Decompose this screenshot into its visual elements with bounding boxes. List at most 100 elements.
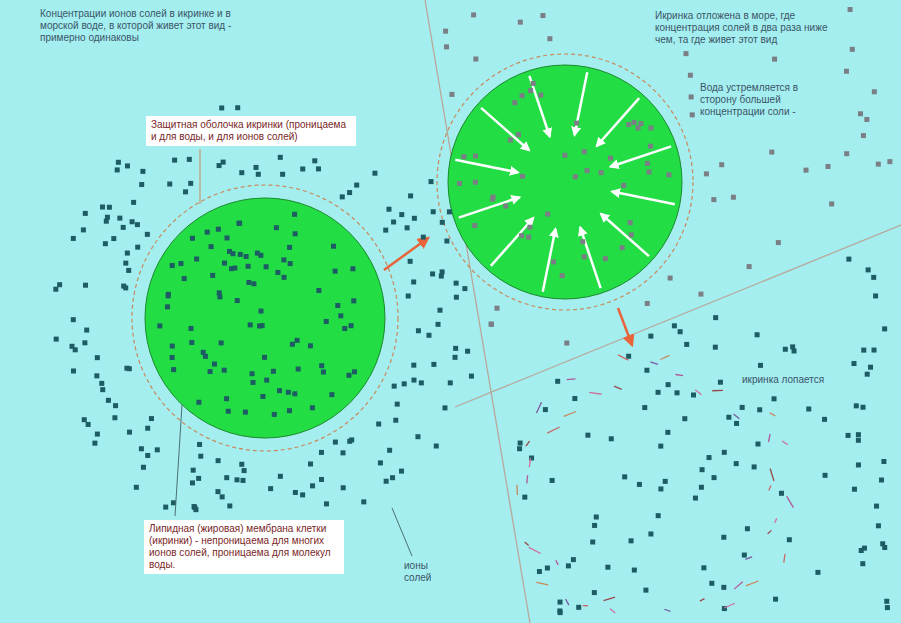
- salt-ion: [787, 537, 792, 542]
- salt-ion: [526, 235, 531, 240]
- salt-ion: [461, 154, 466, 159]
- salt-ion: [721, 585, 726, 590]
- salt-ion: [232, 266, 237, 271]
- salt-ion: [308, 461, 313, 466]
- leader-line: [175, 405, 182, 516]
- salt-ion: [383, 228, 388, 233]
- salt-ion: [852, 487, 857, 492]
- salt-ion: [352, 369, 357, 374]
- shell-fragment: [768, 530, 772, 533]
- shell-fragment: [536, 582, 548, 584]
- salt-ion: [166, 292, 171, 297]
- salt-ion: [145, 232, 150, 237]
- swelling-egg-membrane: [448, 65, 682, 299]
- salt-ion: [489, 322, 494, 327]
- salt-ion: [83, 211, 88, 216]
- salt-ion: [545, 566, 550, 571]
- salt-ion: [436, 322, 441, 327]
- salt-ion: [713, 315, 718, 320]
- salt-ion: [217, 294, 222, 299]
- salt-ion: [860, 561, 865, 566]
- shell-fragment: [712, 390, 723, 392]
- salt-ion: [329, 392, 334, 397]
- salt-ion: [54, 337, 59, 342]
- salt-ion: [665, 430, 670, 435]
- shell-fragment: [650, 362, 658, 364]
- salt-ion: [340, 450, 345, 455]
- salt-ion: [453, 355, 458, 360]
- salt-ion: [572, 396, 577, 401]
- salt-ion: [354, 183, 359, 188]
- salt-ion: [755, 332, 760, 337]
- salt-ion: [135, 222, 140, 227]
- salt-ion: [163, 505, 168, 510]
- salt-ion: [876, 162, 881, 167]
- shell-fragment: [769, 485, 771, 490]
- salt-ion: [648, 334, 653, 339]
- salt-ion: [141, 465, 146, 470]
- salt-ion: [711, 197, 716, 202]
- salt-ion: [850, 47, 855, 52]
- water-arrow: [455, 160, 518, 173]
- salt-ion: [472, 223, 477, 228]
- salt-ion: [208, 369, 213, 374]
- salt-ion: [290, 342, 295, 347]
- salt-ion: [131, 200, 136, 205]
- salt-ion: [287, 408, 292, 413]
- water-arrow: [529, 76, 549, 137]
- salt-ion: [469, 374, 474, 379]
- salt-ion: [246, 280, 251, 285]
- salt-ion: [558, 610, 563, 615]
- salt-ion: [103, 241, 108, 246]
- shell-fragment: [614, 386, 622, 389]
- salt-ion: [861, 405, 866, 410]
- salt-ion: [675, 390, 680, 395]
- salt-ion: [494, 306, 499, 311]
- salt-ion: [473, 180, 478, 185]
- salt-ion: [752, 464, 757, 469]
- salt-ion: [866, 267, 871, 272]
- salt-ion: [259, 309, 264, 314]
- shell-fragment: [734, 414, 740, 419]
- salt-ion: [220, 494, 225, 499]
- salt-ion: [178, 261, 183, 266]
- salt-ion: [540, 13, 545, 18]
- salt-ion: [135, 245, 140, 250]
- salt-ion: [854, 403, 859, 408]
- salt-ion: [683, 51, 688, 56]
- salt-ions: [53, 7, 892, 615]
- salt-ion: [300, 166, 305, 171]
- salt-ion: [621, 183, 626, 188]
- salt-ion: [112, 415, 117, 420]
- salt-ion: [691, 392, 696, 397]
- shell-fragment: [529, 547, 541, 553]
- salt-ion: [295, 338, 300, 343]
- salt-ion: [528, 88, 533, 93]
- salt-ion: [734, 461, 739, 466]
- salt-ion: [264, 264, 269, 269]
- salt-ion: [632, 120, 637, 125]
- salt-ion: [520, 174, 525, 179]
- salt-ion: [182, 276, 187, 281]
- salt-ion: [308, 343, 313, 348]
- salt-ion: [254, 165, 259, 170]
- salt-ion: [656, 513, 661, 518]
- salt-ion: [444, 44, 449, 49]
- salt-ion: [215, 489, 220, 494]
- salt-ion: [82, 340, 87, 345]
- salt-ion: [224, 475, 229, 480]
- salt-ion: [508, 138, 513, 143]
- shell-fragment: [564, 412, 576, 417]
- salt-ion: [347, 190, 352, 195]
- salt-ion: [391, 220, 396, 225]
- salt-ion: [92, 441, 97, 446]
- salt-ion: [395, 402, 400, 407]
- salt-ion: [376, 422, 381, 427]
- salt-ion: [384, 479, 389, 484]
- salt-ion: [707, 455, 712, 460]
- salt-ion: [431, 362, 436, 367]
- salt-ion: [116, 160, 121, 165]
- salt-ion: [562, 153, 567, 158]
- salt-ion: [822, 417, 827, 422]
- salt-ion: [576, 605, 581, 610]
